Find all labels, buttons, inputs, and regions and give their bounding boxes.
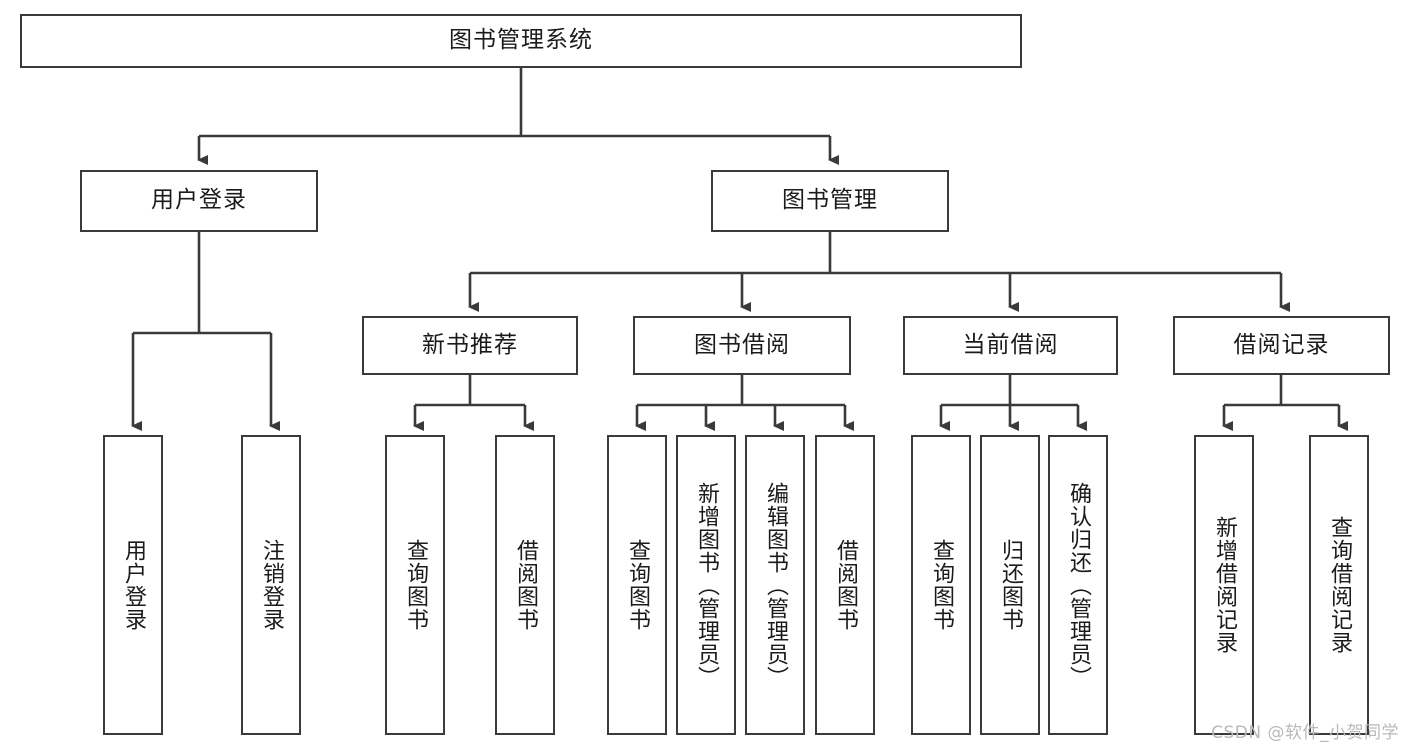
leaf-borrow-book-2-label: 借阅图书 [832,539,858,631]
leaf-edit-book[interactable]: 编辑图书（管理员） [745,435,805,735]
node-current-borrow[interactable]: 当前借阅 [903,316,1118,375]
node-user-login-label: 用户登录 [151,187,247,214]
leaf-user-login-label: 用户登录 [120,539,146,631]
leaf-query-book-1-label: 查询图书 [402,539,428,631]
leaf-add-book-label: 新增图书（管理员） [693,481,719,689]
leaf-confirm-return-label: 确认归还（管理员） [1065,481,1091,689]
csdn-watermark: CSDN @软件_小贺同学 [1211,723,1399,743]
leaf-query-book-2[interactable]: 查询图书 [607,435,667,735]
leaf-query-book-2-label: 查询图书 [624,539,650,631]
leaf-borrow-book-1[interactable]: 借阅图书 [495,435,555,735]
leaf-edit-book-label: 编辑图书（管理员） [762,481,788,689]
leaf-user-logout-label: 注销登录 [258,539,284,631]
leaf-confirm-return[interactable]: 确认归还（管理员） [1048,435,1108,735]
node-book-manage[interactable]: 图书管理 [711,170,949,232]
leaf-query-book-1[interactable]: 查询图书 [385,435,445,735]
node-root-label: 图书管理系统 [449,27,593,54]
leaf-query-book-3-label: 查询图书 [928,539,954,631]
node-current-borrow-label: 当前借阅 [962,331,1059,358]
leaf-add-book[interactable]: 新增图书（管理员） [676,435,736,735]
node-book-manage-label: 图书管理 [782,187,878,214]
node-root[interactable]: 图书管理系统 [20,14,1022,68]
leaf-borrow-book-1-label: 借阅图书 [512,539,538,631]
node-book-borrow-label: 图书借阅 [694,331,790,358]
leaf-user-logout[interactable]: 注销登录 [241,435,301,735]
leaf-user-login[interactable]: 用户登录 [103,435,163,735]
leaf-query-record-label: 查询借阅记录 [1326,516,1352,654]
leaf-add-record[interactable]: 新增借阅记录 [1194,435,1254,735]
node-borrow-record[interactable]: 借阅记录 [1173,316,1390,375]
leaf-return-book-label: 归还图书 [997,539,1023,631]
leaf-add-record-label: 新增借阅记录 [1211,516,1237,654]
leaf-return-book[interactable]: 归还图书 [980,435,1040,735]
leaf-query-record[interactable]: 查询借阅记录 [1309,435,1369,735]
leaf-borrow-book-2[interactable]: 借阅图书 [815,435,875,735]
node-new-book-rec[interactable]: 新书推荐 [362,316,578,375]
node-book-borrow[interactable]: 图书借阅 [633,316,851,375]
node-user-login[interactable]: 用户登录 [80,170,318,232]
node-borrow-record-label: 借阅记录 [1233,331,1330,358]
node-new-book-rec-label: 新书推荐 [422,331,518,358]
leaf-query-book-3[interactable]: 查询图书 [911,435,971,735]
